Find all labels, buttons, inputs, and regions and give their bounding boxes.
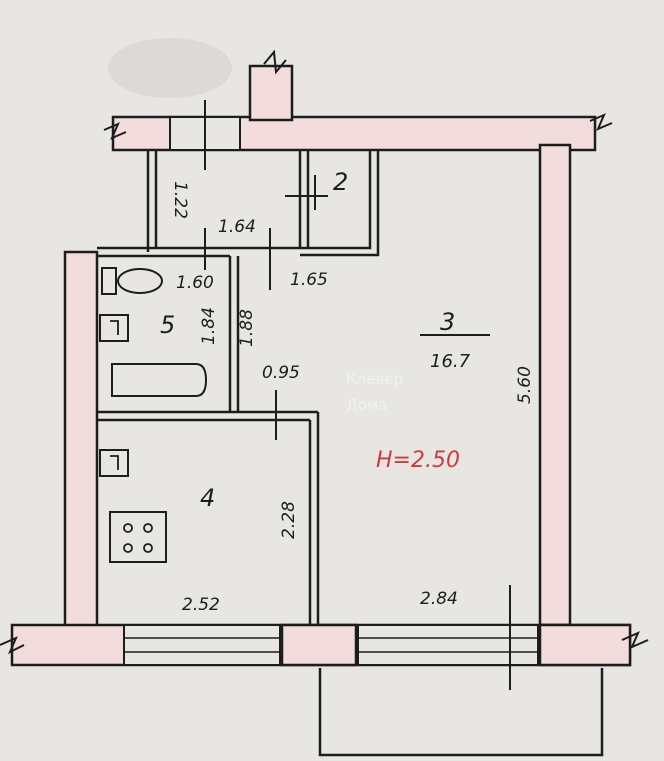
room-number-hall: 2	[333, 168, 348, 196]
room-number-bathroom: 5	[160, 311, 175, 339]
fixtures	[99, 267, 208, 563]
dim-kitchen-width: 2.52	[182, 595, 220, 615]
dim-living-length: 5.60	[515, 366, 535, 404]
dim-corridor-length: 1.88	[237, 309, 257, 347]
window-sashes	[124, 637, 538, 653]
toilet-icon	[101, 267, 117, 295]
room-number-kitchen: 4	[200, 484, 215, 512]
dim-kitchen-depth: 2.28	[279, 501, 299, 539]
bathtub-icon	[111, 363, 208, 397]
dim-corridor-width: 1.65	[290, 270, 328, 290]
ceiling-height: H=2.50	[376, 448, 460, 473]
blurred-blob	[108, 38, 232, 98]
bath-sink-icon	[99, 314, 129, 342]
walls	[10, 64, 632, 667]
wall-left	[63, 250, 99, 630]
break-marks	[0, 49, 649, 655]
watermark-line2: Дома	[346, 396, 387, 414]
dim-door-width: 0.95	[262, 363, 300, 383]
wall-right	[538, 143, 572, 627]
balcony	[318, 668, 604, 757]
window-bottom-left	[123, 624, 281, 666]
kitchen-sink-icon	[99, 449, 129, 477]
stove-icon	[109, 511, 167, 563]
room-number-living: 3	[440, 308, 455, 336]
wall-shaft	[248, 64, 294, 122]
toilet-bowl-icon	[117, 268, 163, 294]
window-bottom-right	[357, 624, 539, 666]
dim-hall-depth: 1.22	[170, 181, 190, 219]
wall-pier	[280, 623, 358, 667]
wall-pier-right	[538, 623, 632, 667]
dim-bath-length: 1.84	[199, 307, 219, 345]
partitions	[97, 150, 380, 625]
dimension-ticks	[204, 100, 511, 690]
watermark-line1: Клевер	[346, 370, 403, 388]
room-area-living: 16.7	[430, 351, 471, 372]
dim-toilet-width: 1.60	[176, 273, 214, 293]
fixture-details	[110, 320, 153, 553]
dim-living-width: 2.84	[420, 589, 458, 609]
dim-hall-width: 1.64	[218, 217, 256, 237]
